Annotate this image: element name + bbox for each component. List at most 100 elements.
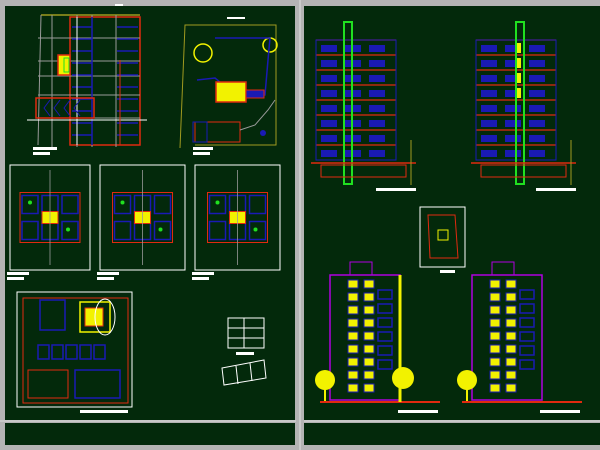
core-annex <box>245 89 265 99</box>
furniture <box>505 150 521 157</box>
typical-floor-plan-2 <box>97 164 186 280</box>
furniture <box>529 60 545 67</box>
furniture <box>529 45 545 52</box>
window <box>505 370 517 380</box>
furniture <box>369 90 385 97</box>
side-elevation <box>457 261 582 413</box>
furniture <box>505 90 521 97</box>
furniture <box>321 60 337 67</box>
furniture <box>481 135 497 142</box>
room <box>74 369 121 399</box>
window <box>519 317 535 328</box>
parking-bay <box>37 344 50 360</box>
window-yellow <box>516 73 521 83</box>
window <box>489 357 501 367</box>
scale-title-bar <box>536 188 576 191</box>
window <box>363 292 375 302</box>
window <box>347 331 359 341</box>
column-marker <box>66 227 70 232</box>
right-bottom-strip <box>304 423 600 445</box>
building-outline <box>196 37 271 99</box>
window-yellow <box>516 58 521 68</box>
site-plan <box>179 17 278 155</box>
room <box>61 194 79 215</box>
tree-icon <box>193 43 213 63</box>
parking-bay <box>65 344 78 360</box>
ramp-curve <box>94 298 116 336</box>
sheet-frame <box>99 164 186 271</box>
window <box>519 331 535 342</box>
window <box>377 345 393 356</box>
window <box>489 383 501 393</box>
room <box>208 220 227 241</box>
column-marker <box>215 200 220 205</box>
elevator-shaft <box>515 21 525 185</box>
ramp-arrow <box>43 99 51 117</box>
window <box>377 359 393 370</box>
column-marker <box>120 200 125 205</box>
tree-icon <box>315 370 335 390</box>
window <box>519 289 535 300</box>
furniture <box>529 150 545 157</box>
scale-title-bar <box>192 272 214 275</box>
parking-ramp <box>194 121 241 143</box>
window <box>347 370 359 380</box>
basement <box>480 164 567 178</box>
room <box>113 220 132 241</box>
roof-tower <box>491 261 515 276</box>
window <box>489 370 501 380</box>
furniture <box>369 45 385 52</box>
window <box>363 357 375 367</box>
window <box>505 331 517 341</box>
core <box>79 301 111 333</box>
window <box>519 359 535 370</box>
front-elevation <box>315 261 440 413</box>
furniture <box>481 90 497 97</box>
axon-sketch <box>221 359 267 386</box>
window <box>505 344 517 354</box>
furniture <box>321 90 337 97</box>
window <box>347 305 359 315</box>
stair <box>84 307 104 327</box>
key-diagram <box>221 317 267 386</box>
ground-floor-plan <box>27 4 147 155</box>
north-mark <box>227 17 245 19</box>
furniture <box>481 75 497 82</box>
furniture <box>321 45 337 52</box>
column-marker <box>158 227 163 232</box>
window <box>519 345 535 356</box>
section-a <box>311 21 416 191</box>
furniture <box>321 75 337 82</box>
plan-outline <box>69 16 141 146</box>
room <box>153 220 172 241</box>
scale-title-bar <box>97 272 119 275</box>
basement-plan <box>16 291 133 413</box>
sheet-frame <box>16 291 133 408</box>
window <box>363 344 375 354</box>
ramp-arrow <box>53 99 61 117</box>
window <box>363 370 375 380</box>
furniture <box>369 135 385 142</box>
scale-title-bar <box>193 147 213 150</box>
furniture <box>505 105 521 112</box>
window <box>363 305 375 315</box>
parking-bay <box>79 344 92 360</box>
window <box>505 318 517 328</box>
window <box>519 303 535 314</box>
front-elevation-extras <box>392 275 414 402</box>
grid-frame <box>227 317 265 349</box>
scale-title-bar <box>7 272 29 275</box>
line <box>249 362 253 382</box>
room <box>21 194 39 215</box>
room <box>21 220 39 241</box>
typical-floor-plan-1 <box>7 164 91 280</box>
ramp <box>35 97 95 119</box>
furniture <box>369 60 385 67</box>
window-yellow <box>516 43 521 53</box>
sheet-frame <box>419 206 466 268</box>
window <box>489 292 501 302</box>
building <box>437 229 449 241</box>
furniture <box>321 105 337 112</box>
